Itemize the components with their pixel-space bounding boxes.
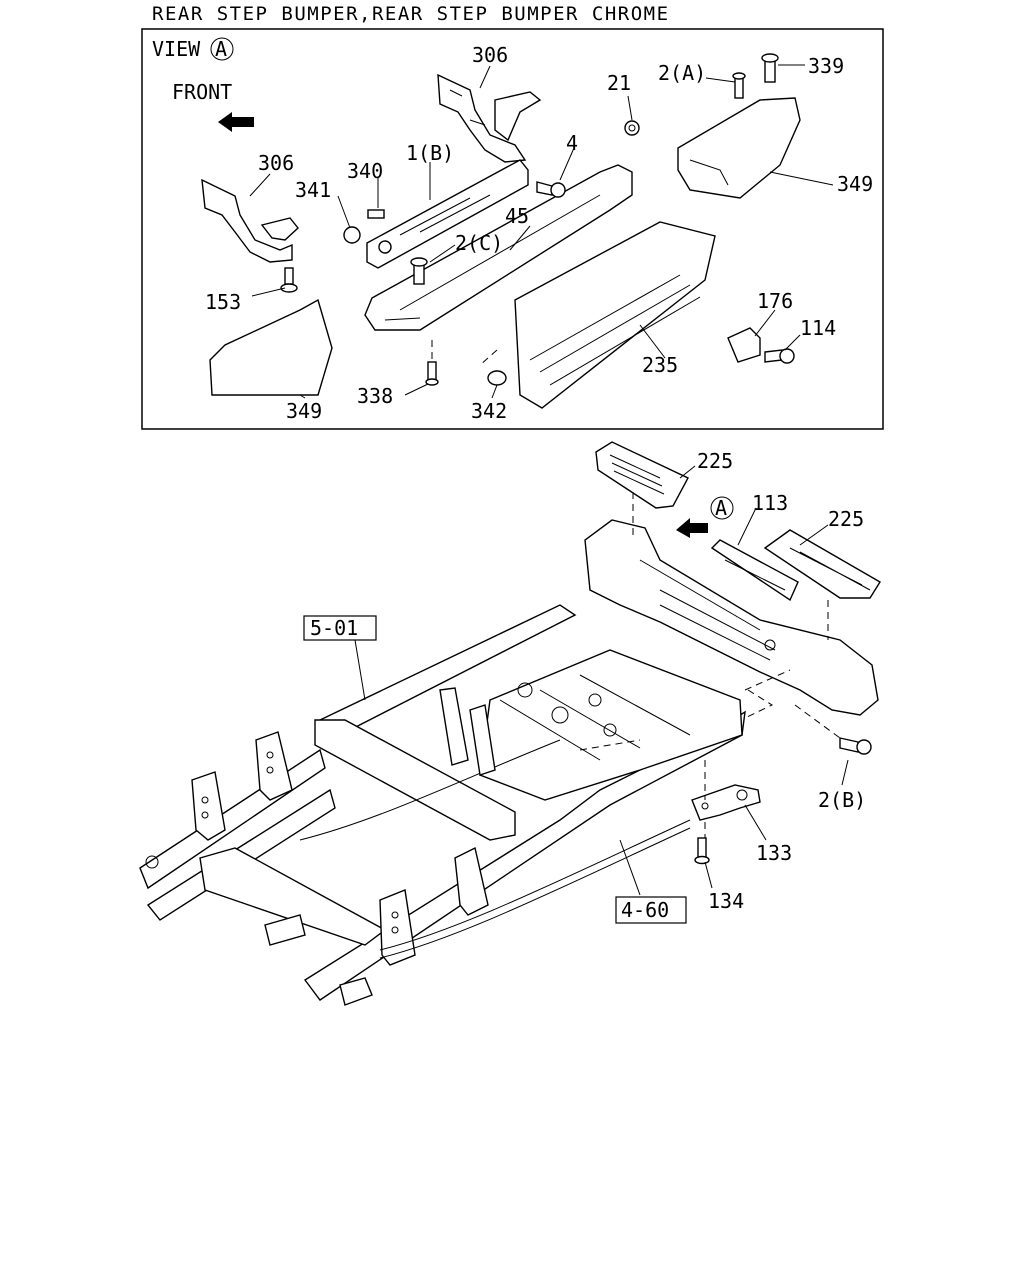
callout-5-01: 5-01 bbox=[310, 616, 358, 640]
leader-lines-main bbox=[354, 465, 849, 896]
assembly-guides bbox=[579, 492, 841, 838]
bumper-beam-45 bbox=[364, 164, 633, 331]
ref-box-5-01 bbox=[303, 615, 377, 641]
callout-2b: 2(B) bbox=[818, 788, 866, 812]
callout-113: 113 bbox=[752, 491, 788, 515]
front-label: FRONT bbox=[172, 80, 232, 104]
callout-306-upper: 306 bbox=[472, 43, 508, 67]
callout-2a: 2(A) bbox=[658, 61, 706, 85]
callout-133: 133 bbox=[756, 841, 792, 865]
bracket-306-upper bbox=[437, 73, 542, 163]
callout-176: 176 bbox=[757, 289, 793, 313]
ref-box-4-60 bbox=[615, 896, 687, 924]
bracket-1b bbox=[366, 159, 529, 269]
view-label: VIEW bbox=[152, 37, 201, 61]
leader-lines-inset bbox=[249, 64, 834, 399]
tow-hook-133 bbox=[691, 784, 761, 821]
callout-349-right: 349 bbox=[837, 172, 873, 196]
bracket-306-lower bbox=[201, 178, 299, 263]
callout-338: 338 bbox=[357, 384, 393, 408]
fasteners-inset bbox=[343, 53, 795, 386]
view-ref: A bbox=[215, 37, 227, 61]
main-view-circle bbox=[710, 496, 734, 520]
callout-235: 235 bbox=[642, 353, 678, 377]
callout-114: 114 bbox=[800, 316, 836, 340]
bolt-2b bbox=[839, 737, 872, 755]
callout-341: 341 bbox=[295, 178, 331, 202]
callout-4-60: 4-60 bbox=[621, 898, 669, 922]
diagram-title: REAR STEP BUMPER,REAR STEP BUMPER CHROME bbox=[152, 3, 670, 25]
main-view-ref: A bbox=[715, 496, 727, 520]
end-cap-349-right bbox=[677, 97, 801, 199]
step-pad-225-left bbox=[595, 441, 689, 509]
bolt-134 bbox=[694, 837, 710, 865]
view-a-arrow-icon bbox=[676, 518, 708, 538]
callout-21: 21 bbox=[607, 71, 631, 95]
bolt-153 bbox=[280, 267, 298, 293]
front-arrow-icon bbox=[218, 112, 254, 132]
callout-339: 339 bbox=[808, 54, 844, 78]
callout-225-left: 225 bbox=[697, 449, 733, 473]
inset-frame bbox=[141, 28, 884, 430]
end-cap-349-left bbox=[209, 298, 333, 396]
step-pad-225-right bbox=[763, 529, 881, 599]
callout-1b: 1(B) bbox=[406, 141, 454, 165]
callout-306-lower: 306 bbox=[258, 151, 294, 175]
callout-2c: 2(C) bbox=[455, 231, 503, 255]
callout-340: 340 bbox=[347, 159, 383, 183]
plate-113 bbox=[710, 539, 799, 602]
callout-349-left: 349 bbox=[286, 399, 322, 423]
rear-bumper-assembly bbox=[584, 519, 879, 716]
step-pad-235 bbox=[514, 221, 716, 409]
callout-4: 4 bbox=[566, 131, 578, 155]
callout-134: 134 bbox=[708, 889, 744, 913]
callout-153: 153 bbox=[205, 290, 241, 314]
vehicle-frame bbox=[139, 604, 746, 1006]
view-circle bbox=[210, 37, 234, 61]
callout-342: 342 bbox=[471, 399, 507, 423]
callout-45: 45 bbox=[505, 204, 529, 228]
callout-225-right: 225 bbox=[828, 507, 864, 531]
